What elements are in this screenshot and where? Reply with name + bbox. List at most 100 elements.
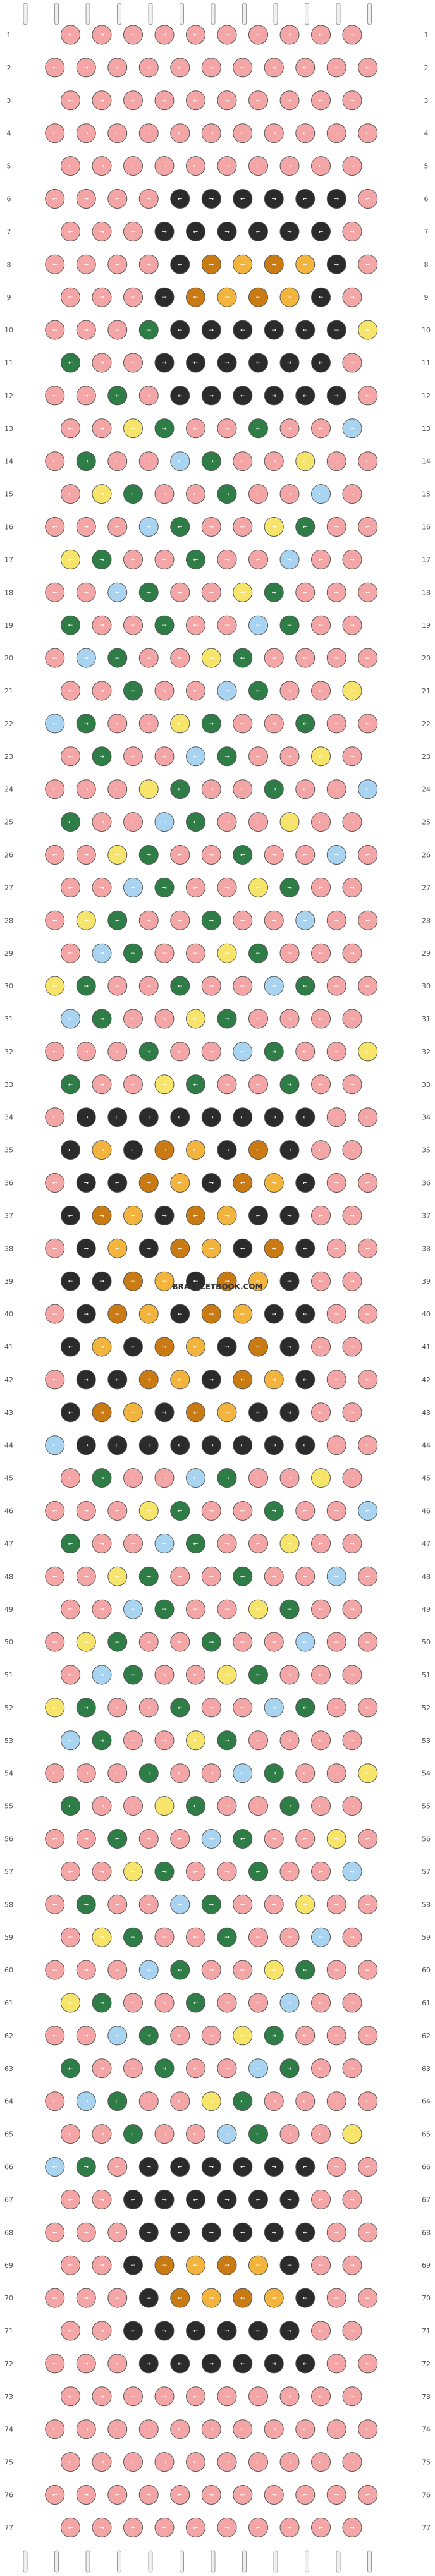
knot-arrow: → [146, 2165, 151, 2171]
knot-arrow: → [287, 2328, 292, 2335]
knot [61, 1599, 80, 1619]
knot-arrow: → [83, 1246, 89, 1252]
knot-arrow: ← [52, 721, 58, 727]
knot-arrow: ← [365, 459, 371, 465]
knot-arrow: ← [319, 2525, 324, 2531]
knot [123, 812, 143, 832]
knot [186, 353, 205, 373]
knot-arrow: ← [52, 1377, 58, 1383]
knot [342, 156, 362, 176]
knot-arrow: ← [115, 1509, 120, 1515]
knot [45, 1894, 65, 1914]
knot-arrow: → [350, 2066, 355, 2072]
knot-arrow: → [350, 820, 355, 826]
knot-arrow: ← [240, 327, 245, 334]
knot [295, 845, 316, 865]
knot-arrow: ← [256, 1804, 261, 1810]
knot [248, 2058, 268, 2079]
knot-arrow: ← [131, 1935, 136, 1941]
knot-arrow: ← [319, 2197, 324, 2203]
knot-arrow: ← [68, 1869, 73, 1875]
knot-arrow: → [224, 1738, 230, 1744]
row-number-left: 7 [7, 228, 11, 236]
knot [358, 1238, 378, 1258]
knot [123, 1599, 143, 1619]
knot-arrow: → [146, 2230, 151, 2236]
knot [61, 221, 80, 241]
row-number-right: 15 [422, 490, 431, 499]
knot-arrow: ← [303, 459, 308, 465]
knot [295, 1173, 316, 1193]
knot [123, 1074, 143, 1095]
knot [342, 2517, 362, 2537]
knot [45, 451, 65, 471]
row-number-right: 75 [422, 2458, 431, 2467]
knot-arrow: ← [319, 885, 324, 891]
knot [342, 2058, 362, 2079]
knot-arrow: ← [256, 1016, 261, 1023]
knot-arrow: ← [115, 131, 120, 137]
knot-arrow: ← [256, 2197, 261, 2203]
knot [279, 1533, 300, 1553]
knot-arrow: ← [178, 1049, 183, 1055]
row-number-left: 49 [4, 1605, 13, 1613]
knot [170, 254, 190, 274]
knot [248, 1730, 268, 1751]
knot-grid: ← → ← → ← → ← → ← → ← → ← → ← → ← → ← → ← ← → ← → ← → ← → ← → ← → ← → ← → ← → ←… [45, 25, 378, 2537]
knot-arrow: → [334, 1311, 339, 1318]
knot [217, 2452, 237, 2472]
knot-arrow: → [99, 98, 104, 104]
knot-arrow: → [334, 2361, 339, 2367]
knot-arrow: ← [303, 787, 308, 793]
knot [186, 1927, 205, 1947]
knot-arrow: ← [256, 2394, 261, 2400]
knot [342, 1271, 362, 1291]
row-number-right: 8 [424, 260, 429, 269]
knot [123, 1993, 143, 2013]
knot-arrow: ← [365, 1902, 371, 1908]
knot [107, 2419, 128, 2439]
knot-arrow: → [287, 1410, 292, 1416]
knot [342, 1533, 362, 1553]
knot [107, 910, 128, 930]
knot-arrow: → [209, 197, 214, 203]
knot-arrow: ← [319, 2460, 324, 2466]
knot-arrow: → [99, 2197, 104, 2203]
knot-arrow: → [350, 1279, 355, 1285]
knot-arrow: ← [131, 1016, 136, 1023]
knot-arrow: ← [303, 1639, 308, 1646]
knot-arrow: ← [115, 197, 120, 203]
knot [186, 418, 205, 439]
knot-arrow: ← [68, 1082, 73, 1088]
knot [264, 58, 284, 78]
row-number-right: 41 [422, 1343, 431, 1351]
knot [217, 1599, 237, 1619]
knot [358, 386, 378, 406]
knot-arrow: → [99, 1016, 104, 1023]
knot-arrow: → [224, 1607, 230, 1613]
knot [295, 58, 316, 78]
knot-arrow: → [287, 1935, 292, 1941]
knot [107, 714, 128, 734]
knot [295, 1894, 316, 1914]
knot [358, 1894, 378, 1914]
knot-arrow: → [287, 557, 292, 563]
knot-arrow: ← [115, 2493, 120, 2499]
row-number-left: 25 [4, 818, 13, 827]
row-number-left: 47 [4, 1540, 13, 1548]
knot [76, 1566, 96, 1586]
knot-arrow: → [99, 295, 104, 301]
knot-arrow: ← [365, 983, 371, 990]
knot [138, 451, 159, 471]
knot-arrow: ← [240, 1509, 245, 1515]
knot [138, 517, 159, 537]
knot-arrow: → [271, 1443, 276, 1449]
knot-arrow: ← [303, 1705, 308, 1711]
row-number-right: 72 [422, 2360, 431, 2368]
row-number-right: 36 [422, 1179, 431, 1188]
knot-arrow: ← [365, 918, 371, 924]
knot-arrow: ← [319, 820, 324, 826]
knot [264, 517, 284, 537]
knot [311, 221, 331, 241]
knot-arrow: ← [365, 721, 371, 727]
